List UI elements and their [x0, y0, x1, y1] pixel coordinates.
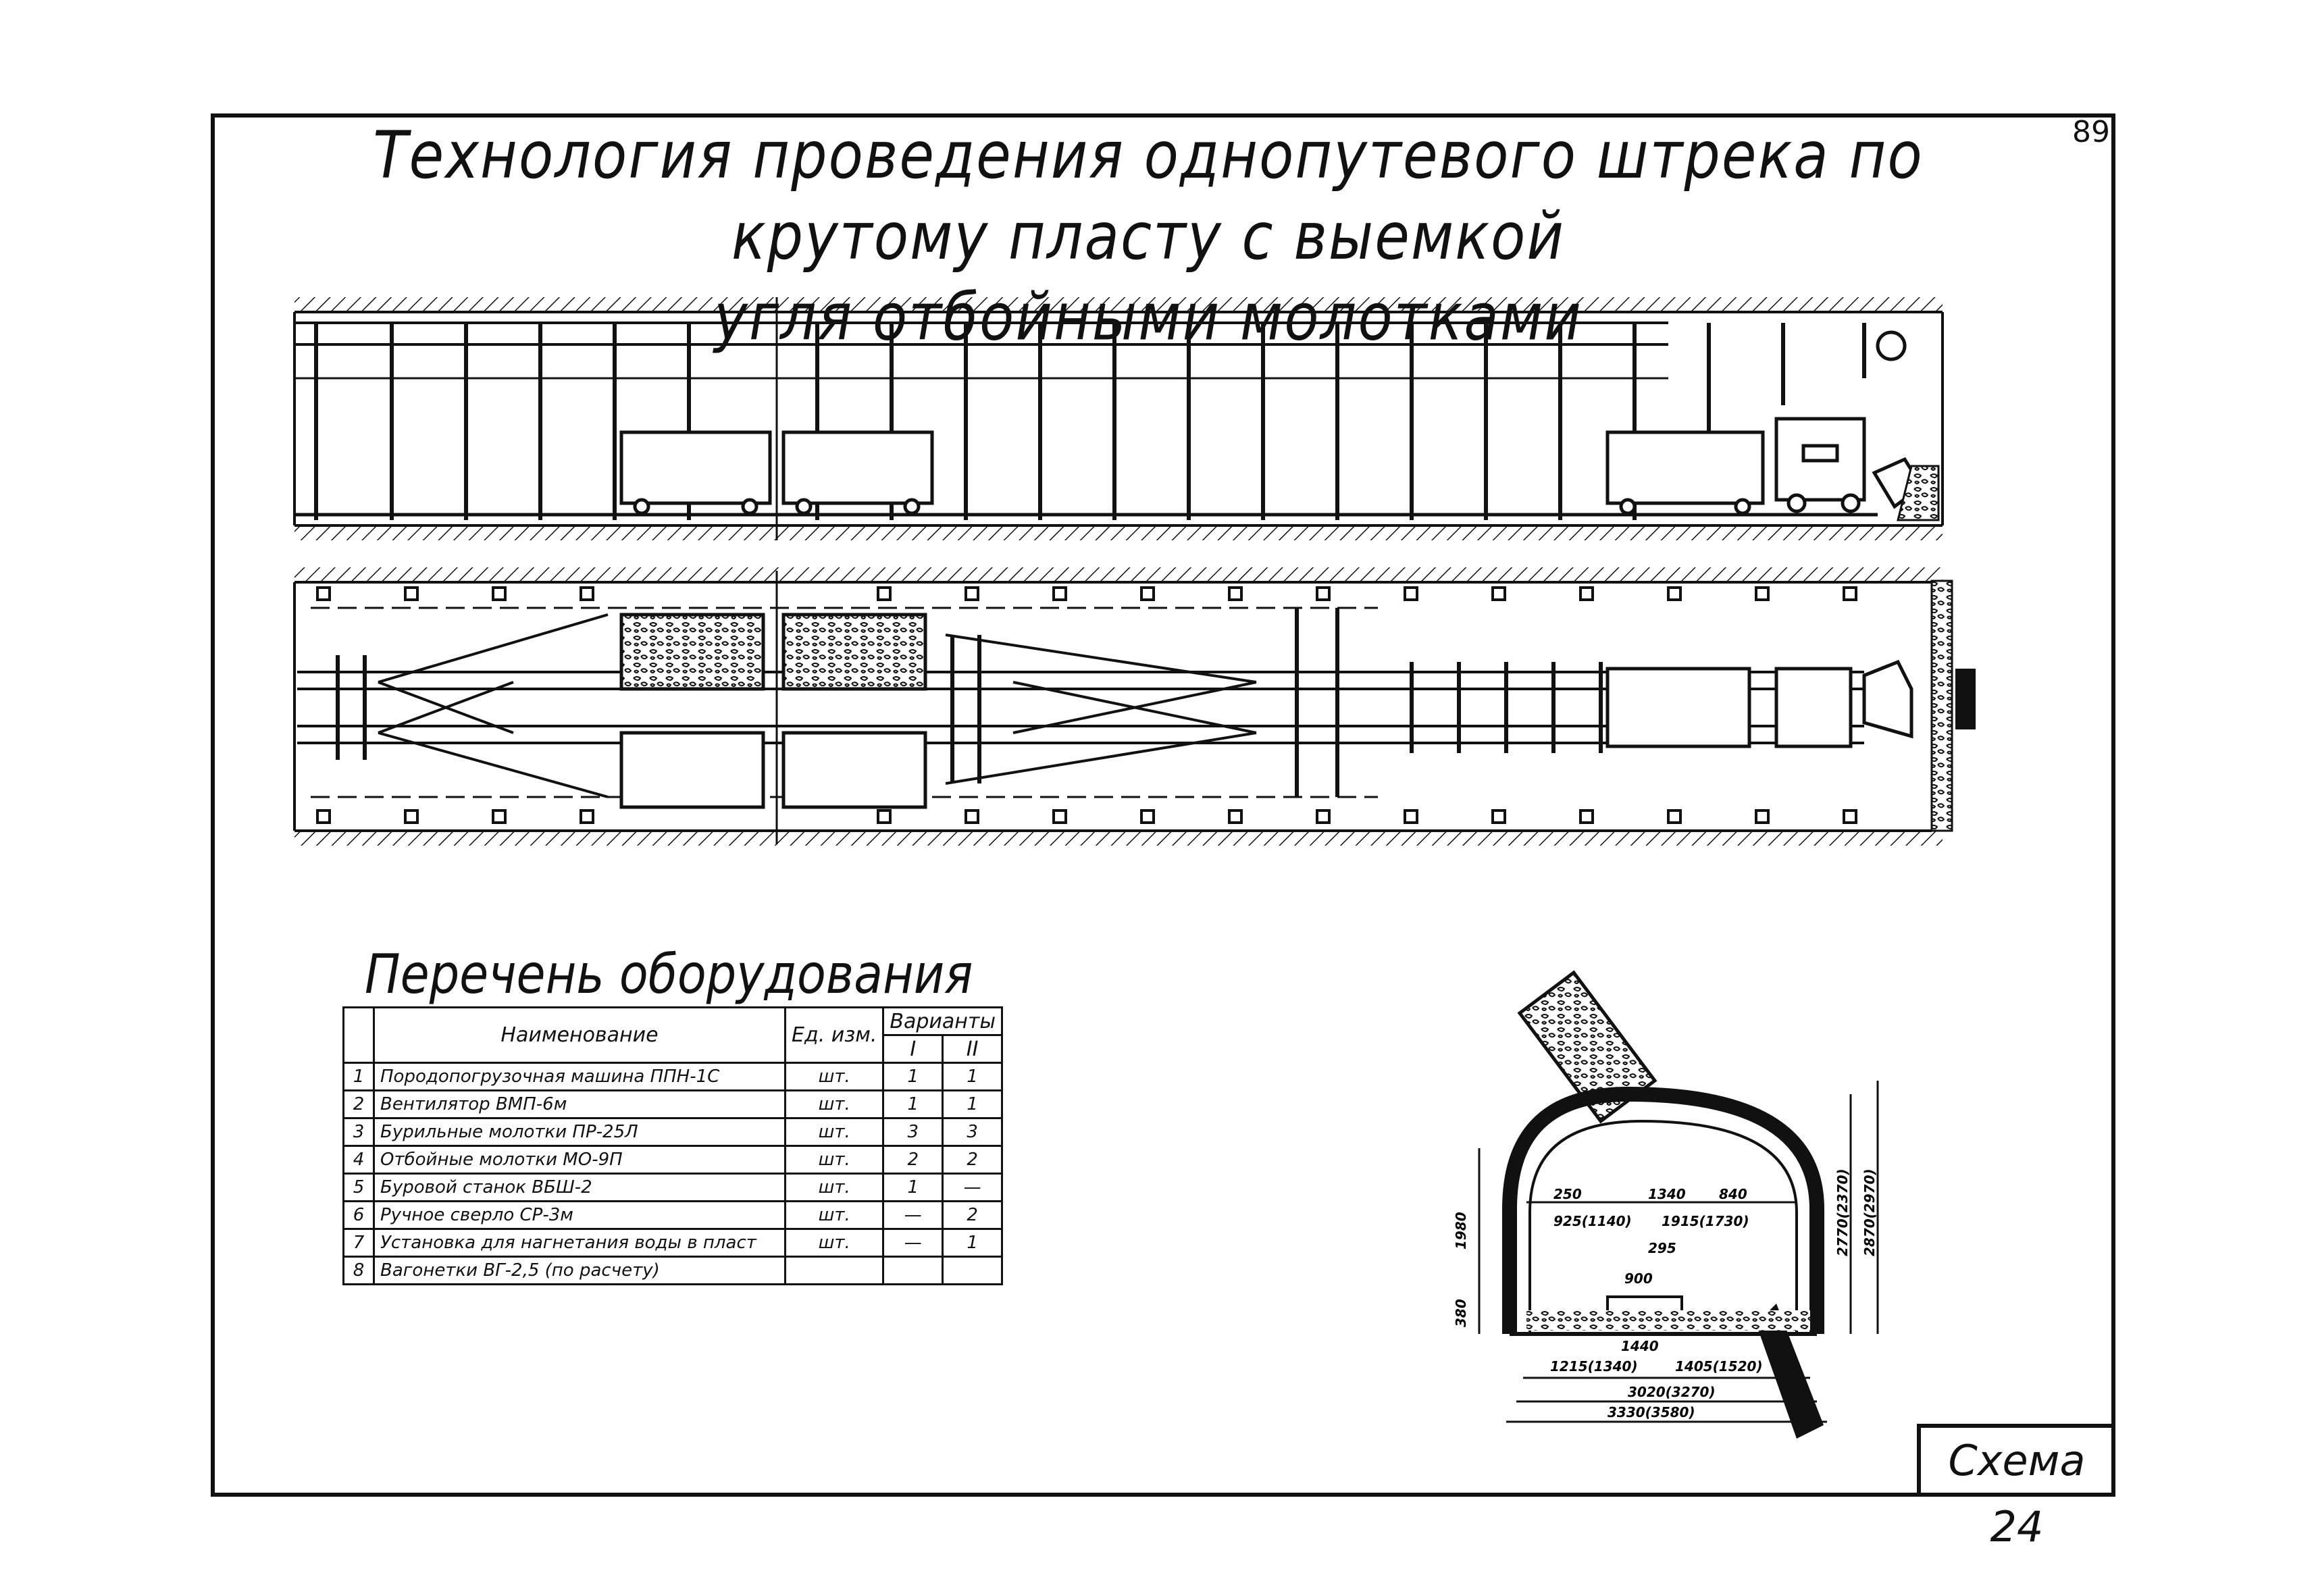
empty-car-1 [619, 731, 765, 809]
dim-2770: 2770(2370) [1834, 1168, 1851, 1256]
plan-view [293, 567, 1976, 846]
drawing-frame [211, 113, 2115, 1497]
empty-car-3 [1605, 667, 1751, 748]
col-unit: Ед. изм. [783, 1006, 885, 1064]
dim-1340: 1340 [1648, 1186, 1686, 1202]
page-number: 89 [2072, 115, 2110, 149]
loader-plan [1774, 667, 1853, 748]
dim-1440: 1440 [1621, 1338, 1659, 1354]
title-line-1: Технология проведения однопутевого штрек… [373, 117, 1924, 274]
loaded-car-2 [781, 613, 927, 691]
dim-1980: 1980 [1453, 1212, 1469, 1250]
floor-hatch [294, 525, 1943, 540]
dim-3020: 3020(3270) [1628, 1384, 1716, 1400]
dim-840: 840 [1719, 1186, 1747, 1202]
coal-seam-upper [1517, 970, 1657, 1124]
title-line-2: угля отбойными молотками [714, 278, 1583, 355]
loaded-car-1 [619, 613, 765, 691]
equipment-heading: Перечень оборудования [365, 942, 973, 1006]
dim-900: 900 [1624, 1270, 1653, 1287]
dim-250: 250 [1553, 1186, 1582, 1202]
dim-2870: 2870(2970) [1861, 1168, 1878, 1256]
fan-icon [1876, 330, 1907, 361]
longitudinal-section [293, 297, 1944, 540]
page-title: Технология проведения однопутевого штрек… [257, 115, 2040, 357]
col-v2: II [942, 1034, 1004, 1064]
mine-cars-top [619, 330, 1907, 515]
col-variants: Варианты [882, 1006, 1004, 1036]
track-plan [297, 571, 1864, 844]
col-num [342, 1006, 375, 1064]
dim-3330: 3330(3580) [1608, 1404, 1695, 1420]
dim-1405: 1405(1520) [1675, 1358, 1763, 1374]
dim-380: 380 [1453, 1299, 1469, 1327]
face-rock [1930, 580, 1953, 832]
col-name: Наименование [373, 1006, 786, 1064]
dim-925: 925(1140) [1553, 1213, 1632, 1229]
dim-1215: 1215(1340) [1550, 1358, 1638, 1374]
arch-lining [1502, 1086, 1824, 1334]
cross-section: 250 1340 840 925(1140) 1915(1730) 295 90… [1453, 970, 1879, 1439]
dim-1915: 1915(1730) [1662, 1213, 1749, 1229]
dim-295: 295 [1648, 1240, 1676, 1256]
roof-hatch [294, 297, 1943, 312]
empty-car-2 [781, 731, 927, 809]
scheme-label: Схема 24 [1917, 1424, 2113, 1551]
col-v1: I [882, 1034, 944, 1064]
coal-seam-lower [1756, 1304, 1824, 1439]
